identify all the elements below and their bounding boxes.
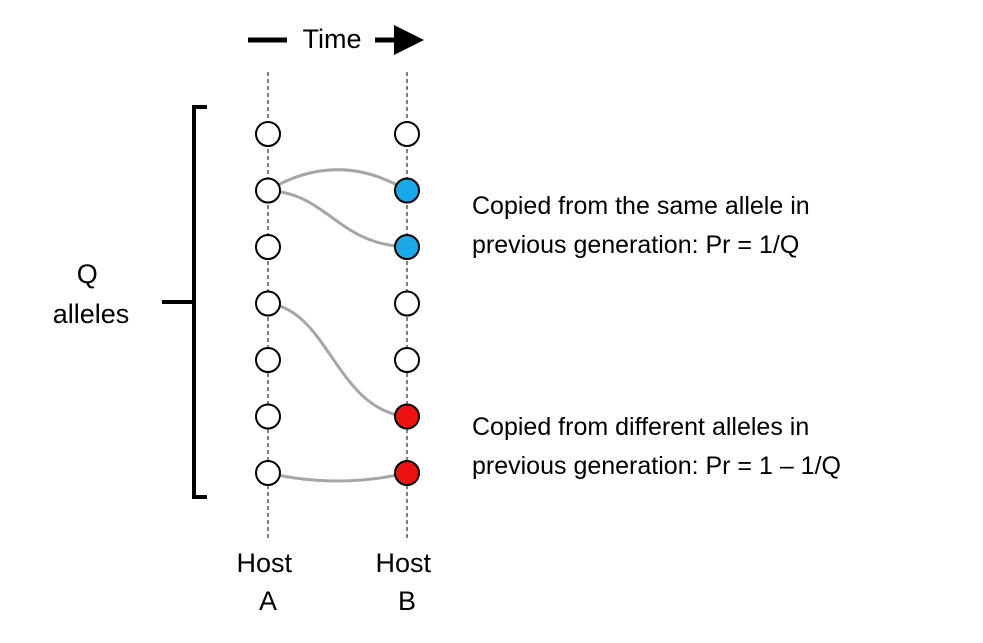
host-a-allele-4 <box>255 290 281 317</box>
alleles-bracket <box>162 105 207 499</box>
host-b-allele-4 <box>394 290 420 317</box>
copy-link-4 <box>267 471 408 483</box>
host-a-allele-3 <box>255 234 281 260</box>
host-b-label: Host B <box>375 548 438 616</box>
host-a-allele-1 <box>255 121 281 147</box>
host-b-allele-5 <box>394 347 420 373</box>
different-alleles-annotation: Copied from different alleles in previou… <box>472 413 841 480</box>
time-label: Time <box>303 24 362 54</box>
copy-link-2 <box>267 189 408 249</box>
host-b-allele-7 <box>394 460 420 486</box>
host-b-label-line2: B <box>398 586 416 616</box>
copy-link-1 <box>267 168 408 192</box>
different-alleles-annotation-line2: previous generation: Pr = 1 – 1/Q <box>472 452 841 480</box>
q-alleles-label-line1: Q <box>77 259 98 289</box>
copy-link-3 <box>267 302 408 418</box>
same-allele-annotation-line2: previous generation: Pr = 1/Q <box>472 231 799 259</box>
host-a-allele-6 <box>255 403 281 430</box>
host-a-label: Host A <box>236 548 299 616</box>
host-b-allele-6 <box>394 403 420 430</box>
host-b-label-line1: Host <box>375 548 431 578</box>
host-b-allele-2 <box>394 177 420 204</box>
host-a-allele-2 <box>255 177 281 204</box>
host-a-label-line2: A <box>259 586 277 616</box>
host-a-alleles <box>255 121 281 486</box>
different-alleles-annotation-line1: Copied from different alleles in <box>472 413 809 441</box>
host-b-alleles <box>394 121 420 486</box>
host-a-allele-7 <box>255 460 281 486</box>
host-a-label-line1: Host <box>236 548 292 578</box>
same-allele-annotation: Copied from the same allele in previous … <box>472 192 817 259</box>
q-alleles-label-line2: alleles <box>53 299 130 329</box>
host-a-allele-5 <box>255 347 281 373</box>
same-allele-annotation-line1: Copied from the same allele in <box>472 192 810 220</box>
copy-links <box>267 168 408 483</box>
q-alleles-label: Q alleles <box>53 259 130 329</box>
host-b-allele-3 <box>394 234 420 260</box>
host-b-allele-1 <box>394 121 420 147</box>
